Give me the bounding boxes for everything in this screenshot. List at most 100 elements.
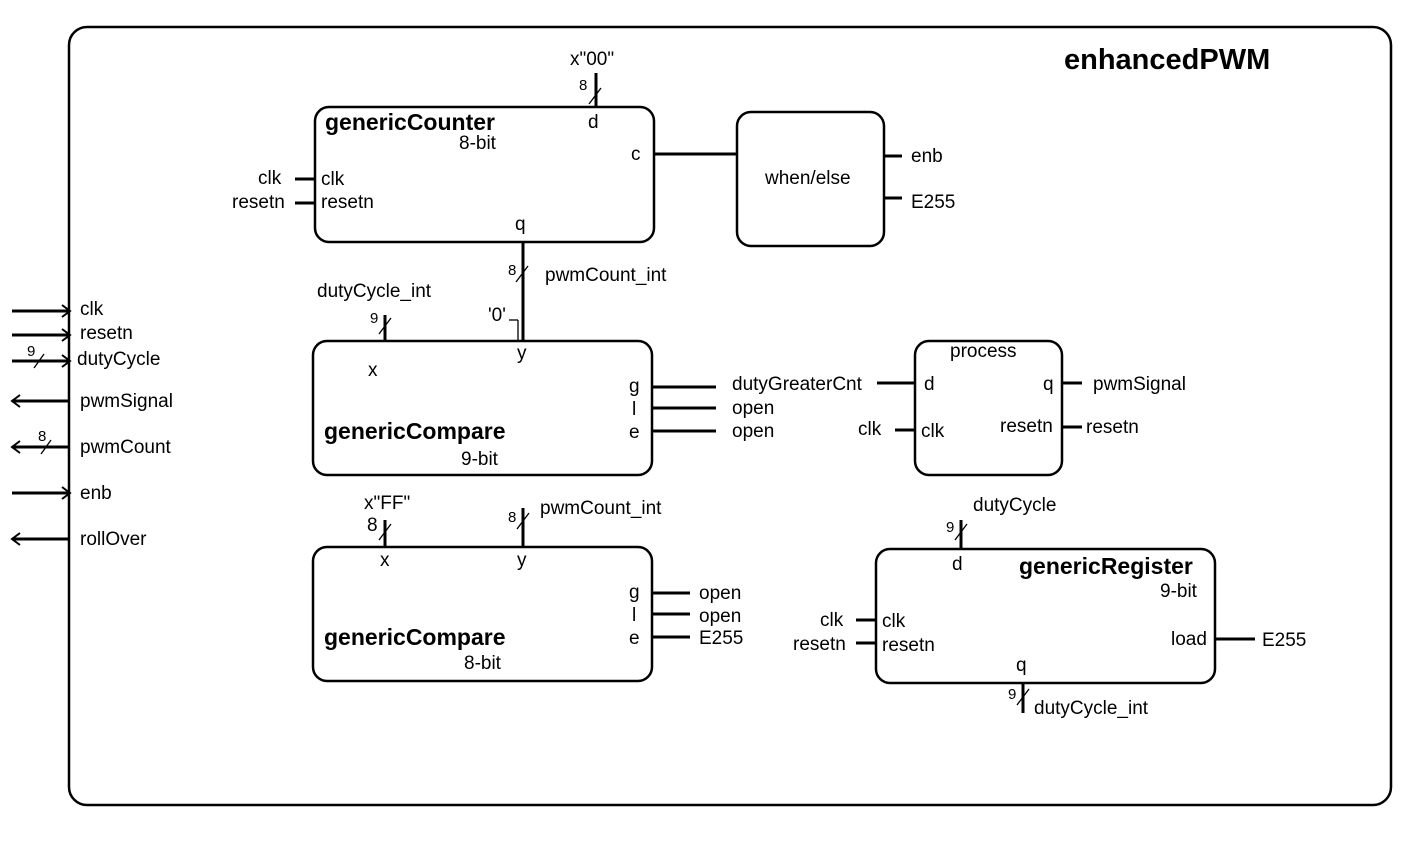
wire [61,486,72,500]
signal-label: open [732,398,774,419]
compare8-subtitle: 8-bit [464,653,502,674]
process-label: process [950,341,1017,362]
signal-label: resetn [80,323,133,344]
wire [61,328,72,342]
signal-label: pwmCount_int [540,498,662,519]
block-outline [913,339,1064,477]
register-name: genericRegister [1019,553,1193,579]
wire [10,532,21,546]
signal-label: E255 [1262,630,1306,651]
signal-label: resetn [882,635,935,656]
counter-name: genericCounter [325,109,495,135]
signal-label: dutyCycle_int [1034,698,1149,719]
signal-label: pwmCount_int [545,265,667,286]
signal-label: g [629,582,640,603]
signal-label: y [517,343,527,364]
signal-label: x"FF" [364,493,410,514]
wire [33,353,45,369]
signal-label: pwmCount [80,437,172,458]
signal-label: E255 [911,192,955,213]
compare8-name: genericCompare [324,624,506,650]
signal-label: 8 [367,515,378,536]
wire [61,354,72,368]
block-outline [313,105,656,244]
signal-label: q [1043,374,1054,395]
signal-label: c [631,144,641,165]
signal-label: pwmSignal [80,391,173,412]
signal-label: resetn [232,192,285,213]
signal-label: 9 [27,343,35,360]
counter-subtitle: 8-bit [459,133,497,154]
wire [1016,688,1030,706]
signal-label: resetn [321,192,374,213]
signal-label: clk [321,169,345,190]
signal-label: l [632,605,636,626]
signal-label: dutyCycle [77,349,160,370]
wire [588,87,602,105]
signal-label: clk [882,611,906,632]
wire [516,512,530,530]
signal-label: 8 [579,77,587,94]
signal-label: pwmSignal [1093,374,1186,395]
entity-boundary [67,25,1393,807]
signal-label: dutyGreaterCnt [732,374,863,395]
signal-label: l [632,399,636,420]
signal-label: enb [80,483,112,504]
signal-label: 8 [508,262,516,279]
signal-label: clk [258,168,282,189]
port-pwmsignal: pwmSignal [10,391,173,412]
signal-label: 9 [946,519,954,536]
signal-label: 9 [1008,686,1016,703]
signal-label: q [1016,655,1027,676]
signal-label: open [699,583,741,604]
signal-label: '0' [488,305,506,326]
when-else-block: when/else enb E255 [735,110,955,248]
port-dutycycle: 9 dutyCycle [12,343,160,370]
block-outline [735,110,886,248]
signal-label: 8 [508,509,516,526]
generic-register-block: genericRegister 9-bit d clk resetn load … [793,495,1306,719]
generic-compare-8bit-block: x y g l e genericCompare 8-bit 8 x"FF" 8… [311,493,743,683]
compare9-subtitle: 9-bit [461,449,499,470]
entity-title: enhancedPWM [1064,44,1270,76]
port-clk: clk [12,299,104,320]
compare9-name: genericCompare [324,418,506,444]
signal-label: load [1171,629,1207,650]
signal-label: E255 [699,628,743,649]
signal-label: y [517,550,527,571]
signal-label: 8 [38,428,46,445]
signal-label: d [924,374,935,395]
signal-label: resetn [1000,416,1053,437]
port-pwmcount: 8 pwmCount [10,428,172,458]
wire [40,439,52,455]
signal-label: clk [858,419,882,440]
signal-label: dutyCycle_int [317,281,432,302]
signal-label: e [629,628,640,649]
wire [378,317,392,335]
signal-label: x [368,360,378,381]
signal-label: enb [911,146,943,167]
wire [515,265,529,283]
signal-label: e [629,422,640,443]
signal-label: g [629,376,640,397]
block-outline [874,547,1217,685]
signal-label: dutyCycle [973,495,1056,516]
signal-label: x [380,550,390,571]
signal-label: resetn [1086,417,1139,438]
external-ports: clk resetn 9 dutyCycle pwmSignal 8 [10,299,173,550]
wire [378,523,392,541]
signal-label: q [515,214,526,235]
when-else-label: when/else [764,168,851,189]
wire [954,523,968,541]
signal-label: 9 [370,310,378,327]
port-resetn: resetn [12,323,133,344]
signal-label: d [588,112,599,133]
signal-label: open [699,606,741,627]
generic-compare-9bit-block: x y g l e genericCompare 9-bit 9 dutyCyc… [311,281,863,477]
signal-label: open [732,421,774,442]
wire [10,440,21,454]
wire [61,304,72,318]
process-block: process d q clk resetn pwmSignal clk res… [858,339,1186,477]
port-rollover: rollOver [10,529,147,550]
